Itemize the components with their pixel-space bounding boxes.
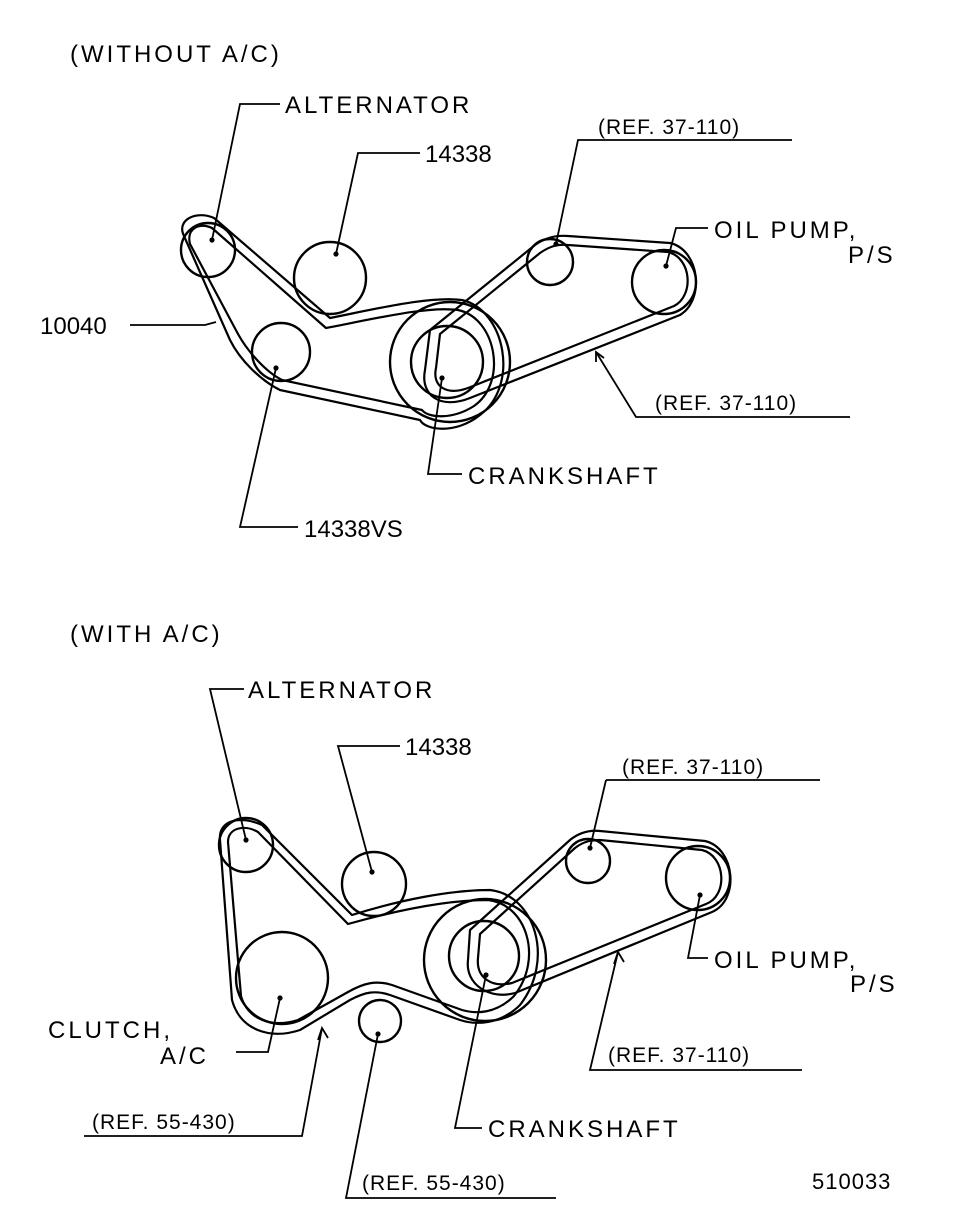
- leader-dot-ref-bottom: [375, 1031, 381, 1037]
- label-oil-pump-line2: P/S: [848, 242, 896, 269]
- leader-oil-pump: [686, 894, 708, 959]
- label-oil-pump-line1: OIL PUMP,: [714, 947, 858, 974]
- ps-idler-pulley: [564, 837, 612, 885]
- leader-dot-14338: [333, 251, 339, 257]
- idler-pulley-14338: [292, 240, 368, 316]
- label-clutch-line1: CLUTCH,: [48, 1017, 173, 1044]
- leader-clutch: [236, 997, 281, 1053]
- title-with-ac: (WITH A/C): [70, 621, 223, 648]
- label-ref-lower: (REF. 37-110): [655, 392, 797, 415]
- label-ref-upper: (REF. 37-110): [598, 116, 740, 139]
- leader-dot-oil-pump: [697, 892, 703, 898]
- leader-dot-14338: [369, 869, 375, 875]
- label-ref-bottom: (REF. 55-430): [362, 1172, 506, 1195]
- leader-dot-crankshaft: [483, 972, 489, 978]
- ps-belt-outer: [423, 234, 698, 404]
- leader-14338vs: [238, 367, 298, 528]
- arrow-ref-left: [317, 1025, 329, 1041]
- diagram-with-ac: (WITH A/C) ALTERNATOR 14338 (REF. 37-110…: [48, 621, 898, 1199]
- label-14338: 14338: [405, 734, 472, 761]
- alternator-pulley: [217, 816, 275, 874]
- leader-dot-oil-pump: [663, 263, 669, 269]
- ac-belt-inner: [226, 826, 531, 1025]
- ps-belt-inner: [434, 243, 689, 392]
- label-14338vs: 14338VS: [304, 516, 403, 543]
- leader-10040: [130, 321, 217, 326]
- idler-pulley-14338: [340, 850, 408, 918]
- label-oil-pump-line1: OIL PUMP,: [714, 217, 858, 244]
- tensioner-pulley-14338vs: [250, 321, 312, 383]
- ps-belt-outer: [466, 829, 732, 996]
- leader-dot-14338vs: [273, 365, 279, 371]
- arrow-ref-lower: [595, 350, 605, 362]
- label-alternator: ALTERNATOR: [285, 92, 472, 119]
- leader-ref-mid: [588, 951, 802, 1071]
- leader-ref-bottom: [344, 1033, 556, 1199]
- oil-pump-pulley: [630, 248, 698, 316]
- ps-idler-pulley: [525, 237, 575, 287]
- label-crankshaft: CRANKSHAFT: [488, 1116, 681, 1143]
- arrow-ref-mid: [613, 949, 625, 965]
- leader-crankshaft: [453, 974, 487, 1129]
- label-10040: 10040: [40, 313, 107, 340]
- label-crankshaft: CRANKSHAFT: [468, 463, 661, 490]
- leader-dot-alternator: [209, 237, 215, 243]
- leader-ref-left: [84, 1027, 323, 1137]
- label-ref-mid: (REF. 37-110): [608, 1044, 750, 1067]
- label-clutch-line2: A/C: [160, 1043, 209, 1070]
- figure-id: 510033: [812, 1169, 891, 1194]
- label-oil-pump-line2: P/S: [850, 971, 898, 998]
- leader-alternator: [208, 688, 247, 841]
- leader-dot-clutch: [277, 995, 283, 1001]
- leader-ref-lower: [595, 351, 850, 418]
- leader-14338: [335, 152, 420, 255]
- leader-dot-ref-upper: [553, 241, 559, 247]
- leader-dot-crankshaft: [439, 375, 445, 381]
- title-without-ac: (WITHOUT A/C): [70, 41, 282, 68]
- ps-belt-inner: [476, 838, 723, 986]
- crankshaft-pulley-inner: [409, 324, 485, 400]
- label-alternator: ALTERNATOR: [248, 677, 435, 704]
- diagram-without-ac: (WITHOUT A/C) ALTERNATOR 14338 (REF. 37-…: [40, 41, 896, 543]
- leader-alternator: [211, 103, 280, 241]
- belt-10040-outer: [181, 214, 505, 430]
- leader-ref-upper: [589, 779, 607, 849]
- leader-ref-upper: [555, 139, 598, 245]
- leader-crankshaft: [426, 377, 462, 475]
- label-ref-upper: (REF. 37-110): [622, 756, 764, 779]
- ac-belt-outer: [218, 818, 539, 1035]
- leader-oil-pump: [665, 227, 708, 267]
- leader-dot-alternator: [243, 837, 249, 843]
- leader-14338: [336, 745, 400, 873]
- leader-dot-ref-upper: [587, 845, 593, 851]
- tensioner-pulley: [357, 998, 403, 1044]
- label-ref-left: (REF. 55-430): [92, 1111, 236, 1134]
- crankshaft-pulley-outer: [388, 300, 512, 424]
- label-14338: 14338: [425, 141, 492, 168]
- belt-10040-inner: [188, 224, 496, 418]
